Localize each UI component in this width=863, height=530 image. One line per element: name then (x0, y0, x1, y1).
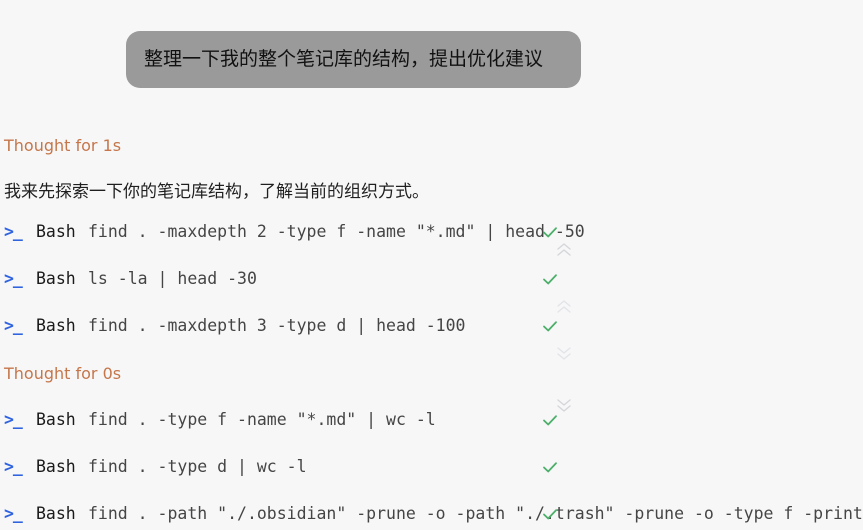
tool-command: find . -maxdepth 3 -type d | head -100 (88, 316, 466, 335)
thought-toggle[interactable]: Thought for 0s (4, 364, 122, 383)
check-icon (543, 227, 557, 238)
thought-toggle[interactable]: Thought for 1s (4, 136, 122, 155)
scroll-indicator[interactable] (555, 240, 573, 420)
tool-call-row[interactable]: >_ Bash find . -path "./.obsidian" -prun… (0, 502, 863, 526)
tool-name: Bash (36, 457, 76, 476)
assistant-message-text: 我来先探索一下你的笔记库结构，了解当前的组织方式。 (4, 182, 429, 202)
check-icon (543, 321, 557, 332)
tool-command: find . -type d | wc -l (88, 457, 307, 476)
chat-transcript: 整理一下我的整个笔记库的结构，提出优化建议 Thought for 1s 我来先… (0, 31, 863, 526)
tool-call-row[interactable]: >_ Bash find . -type d | wc -l (0, 455, 583, 479)
chevron-down-icon (557, 399, 571, 412)
tool-call-row[interactable]: >_ Bash ls -la | head -30 (0, 267, 583, 291)
check-icon (543, 274, 557, 285)
chevron-up-icon (557, 243, 571, 256)
tool-command: ls -la | head -30 (88, 269, 257, 288)
tool-name: Bash (36, 504, 76, 523)
terminal-prompt-icon: >_ (4, 222, 23, 241)
check-icon (543, 415, 557, 426)
tool-name: Bash (36, 316, 76, 335)
tool-call-row[interactable]: >_ Bash find . -maxdepth 3 -type d | hea… (0, 314, 583, 338)
chevron-down-icon (557, 347, 571, 360)
terminal-prompt-icon: >_ (4, 504, 23, 523)
check-icon (543, 462, 557, 473)
user-message-bubble: 整理一下我的整个笔记库的结构，提出优化建议 (126, 31, 581, 88)
terminal-prompt-icon: >_ (4, 269, 23, 288)
terminal-prompt-icon: >_ (4, 410, 23, 429)
tool-command: find . -type f -name "*.md" | wc -l (88, 410, 436, 429)
terminal-prompt-icon: >_ (4, 316, 23, 335)
tool-name: Bash (36, 222, 76, 241)
tool-command: find . -maxdepth 2 -type f -name "*.md" … (88, 222, 585, 241)
tool-name: Bash (36, 269, 76, 288)
tool-call-row[interactable]: >_ Bash find . -type f -name "*.md" | wc… (0, 408, 583, 432)
tool-call-row[interactable]: >_ Bash find . -maxdepth 2 -type f -name… (0, 220, 585, 244)
terminal-prompt-icon: >_ (4, 457, 23, 476)
check-icon (543, 509, 557, 520)
tool-command: find . -path "./.obsidian" -prune -o -pa… (88, 504, 863, 523)
tool-name: Bash (36, 410, 76, 429)
chevron-up-icon (557, 300, 571, 313)
user-message-text: 整理一下我的整个笔记库的结构，提出优化建议 (144, 48, 544, 70)
